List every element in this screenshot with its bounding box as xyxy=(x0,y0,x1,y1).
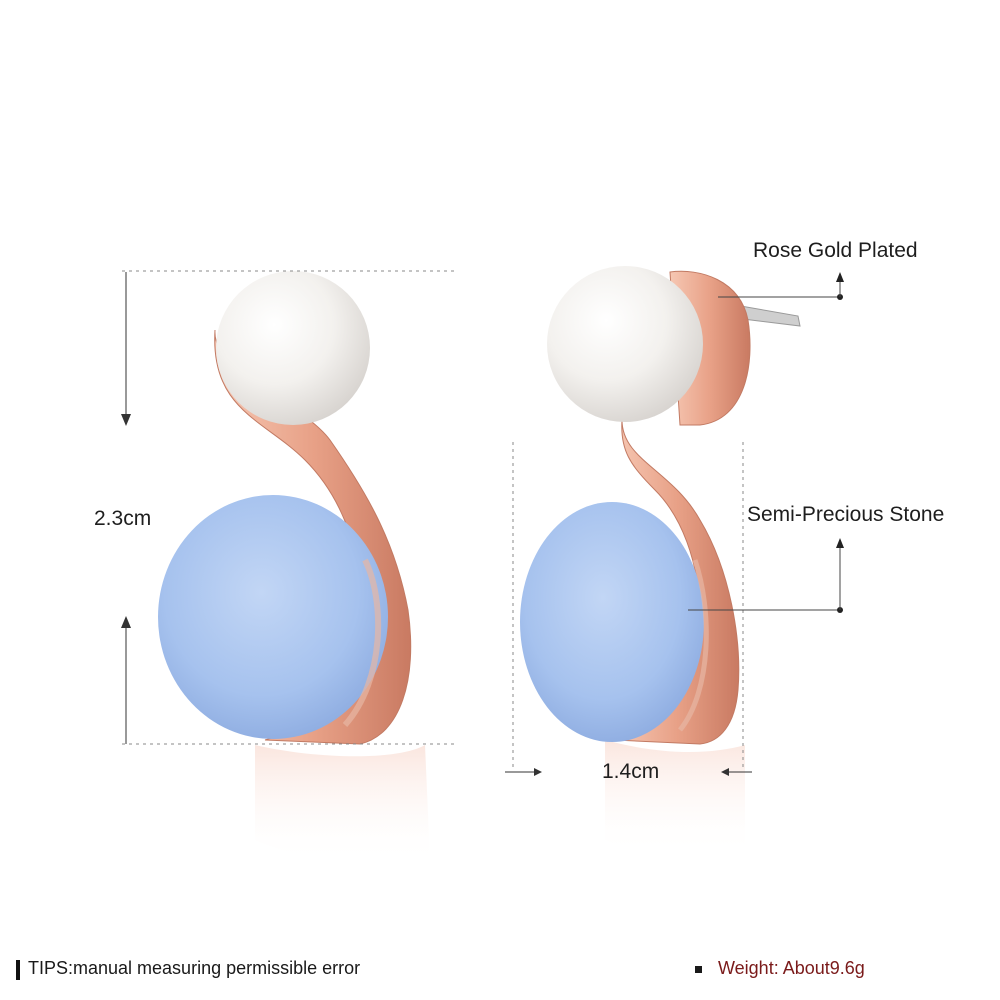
width-label: 1.4cm xyxy=(602,760,660,783)
height-dimension xyxy=(121,270,455,745)
front-view-earring xyxy=(158,271,430,864)
weight-bullet-icon xyxy=(695,966,702,973)
height-label: 2.3cm xyxy=(94,507,152,530)
tips-marker-icon xyxy=(16,960,20,980)
plating-callout xyxy=(718,272,844,300)
rose-gold-plated-label: Rose Gold Plated xyxy=(753,239,918,262)
semi-precious-stone-label: Semi-Precious Stone xyxy=(747,503,945,526)
stone-callout xyxy=(688,538,844,613)
width-dimension xyxy=(505,442,752,776)
side-view-earring xyxy=(520,266,801,856)
tips-text: TIPS:manual measuring permissible error xyxy=(28,958,361,978)
weight-text: Weight: About9.6g xyxy=(718,958,865,978)
